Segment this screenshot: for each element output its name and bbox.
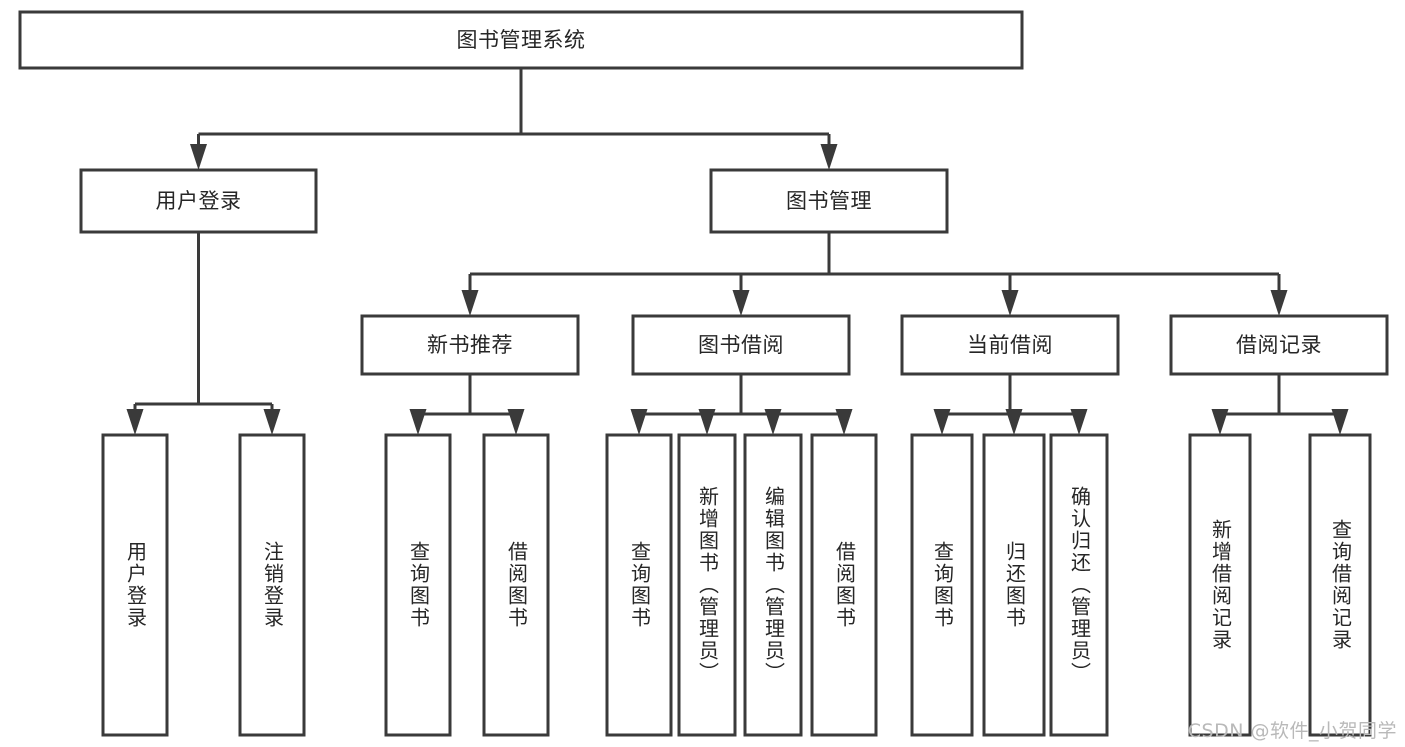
arrow-head-icon: [1005, 409, 1023, 435]
node-box-leaf9[interactable]: [910, 433, 974, 737]
node-box-l1b[interactable]: [709, 168, 949, 234]
arrow-head-icon: [507, 409, 525, 435]
arrow-head-icon: [1270, 290, 1288, 316]
node-box-leaf12[interactable]: [1188, 433, 1252, 737]
node-box-leaf5[interactable]: [605, 433, 673, 737]
arrow-head-icon: [1070, 409, 1088, 435]
node-box-leaf7[interactable]: [743, 433, 803, 737]
arrow-head-icon: [820, 144, 838, 170]
node-box-leaf4[interactable]: [482, 433, 550, 737]
node-box-leaf8[interactable]: [810, 433, 878, 737]
node-box-root[interactable]: [18, 10, 1024, 70]
node-box-leaf2[interactable]: [238, 433, 306, 737]
node-box-l2a[interactable]: [360, 314, 580, 376]
node-box-l2c[interactable]: [900, 314, 1120, 376]
node-box-leaf13[interactable]: [1308, 433, 1372, 737]
arrow-head-icon: [630, 409, 648, 435]
arrow-head-icon: [835, 409, 853, 435]
node-box-l1a[interactable]: [79, 168, 318, 234]
node-box-leaf3[interactable]: [384, 433, 452, 737]
node-box-l2b[interactable]: [631, 314, 851, 376]
arrow-head-icon: [933, 409, 951, 435]
node-box-leaf11[interactable]: [1049, 433, 1109, 737]
node-box-leaf1[interactable]: [101, 433, 169, 737]
node-box-l2d[interactable]: [1169, 314, 1389, 376]
arrow-head-icon: [190, 144, 207, 170]
arrow-head-icon: [698, 409, 716, 435]
node-box-leaf10[interactable]: [982, 433, 1046, 737]
arrow-head-icon: [263, 409, 281, 435]
arrow-head-icon: [1331, 409, 1349, 435]
watermark-text: CSDN @软件_小贺同学: [1187, 720, 1397, 742]
node-box-leaf6[interactable]: [677, 433, 737, 737]
arrow-head-icon: [126, 409, 144, 435]
arrow-head-icon: [409, 409, 427, 435]
arrow-head-icon: [461, 290, 479, 316]
arrow-head-icon: [1001, 290, 1019, 316]
arrow-head-icon: [732, 290, 750, 316]
arrow-head-icon: [1211, 409, 1229, 435]
arrow-head-icon: [764, 409, 782, 435]
